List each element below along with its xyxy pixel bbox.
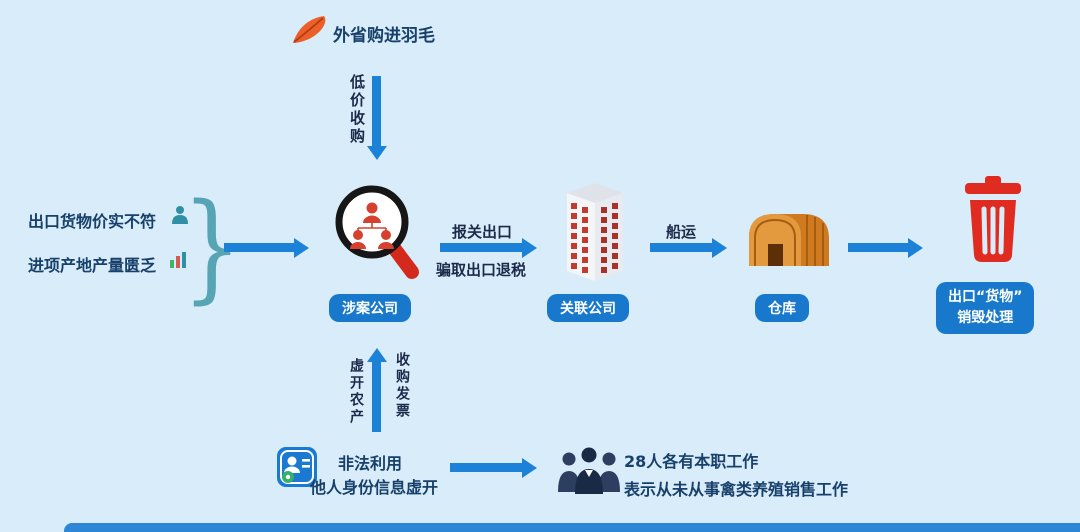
affiliate-badge: 关联公司 (547, 294, 629, 322)
low-price-purchase-label: 低价收购 (348, 74, 366, 146)
warehouse-badge: 仓库 (755, 294, 809, 322)
findings-arrow (224, 243, 294, 252)
produce-stats-icon (168, 248, 190, 274)
declare-export-label: 报关出口 (452, 223, 513, 241)
destroy-badge-line1: 出口“货物” (948, 289, 1023, 305)
trash-icon (962, 176, 1024, 268)
bottom-bar (64, 523, 1080, 532)
people-group-icon (556, 443, 622, 499)
export-arrow (440, 243, 522, 252)
testimony-arrow (450, 463, 522, 472)
finding-origin-shortage: 进项产地产量匮乏 (28, 256, 157, 275)
building-icon (556, 176, 634, 292)
destroy-badge-line2: 销毁处理 (957, 310, 1014, 326)
illegal-use-label: 非法利用 (338, 454, 403, 473)
destroy-badge: 出口“货物” 销毁处理 (936, 282, 1035, 334)
feather-icon (290, 13, 330, 51)
never-engaged-label: 表示从未从事禽类养殖销售工作 (624, 480, 849, 499)
shipping-arrow (650, 243, 712, 252)
feather-source-label: 外省购进羽毛 (333, 26, 435, 46)
warehouse-icon (745, 209, 831, 273)
down-arrow (372, 76, 381, 146)
id-card-icon (276, 446, 318, 492)
identity-info-label: 他人身份信息虚开 (310, 478, 439, 497)
jobs-label: 28人各有本职工作 (624, 452, 759, 471)
fake-invoice-left-label: 虚开农产 (348, 358, 364, 426)
invoice-up-arrow (372, 362, 381, 432)
finding-price-mismatch: 出口货物价实不符 (28, 212, 157, 231)
inspect-person-icon (170, 204, 190, 230)
shipping-label: 船运 (666, 223, 697, 241)
defraud-rebate-label: 骗取出口退税 (436, 261, 527, 279)
magnifier-company-icon (330, 178, 422, 296)
destroy-arrow (848, 243, 908, 252)
company-badge: 涉案公司 (329, 294, 411, 322)
fake-invoice-right-label: 收购发票 (394, 352, 410, 420)
